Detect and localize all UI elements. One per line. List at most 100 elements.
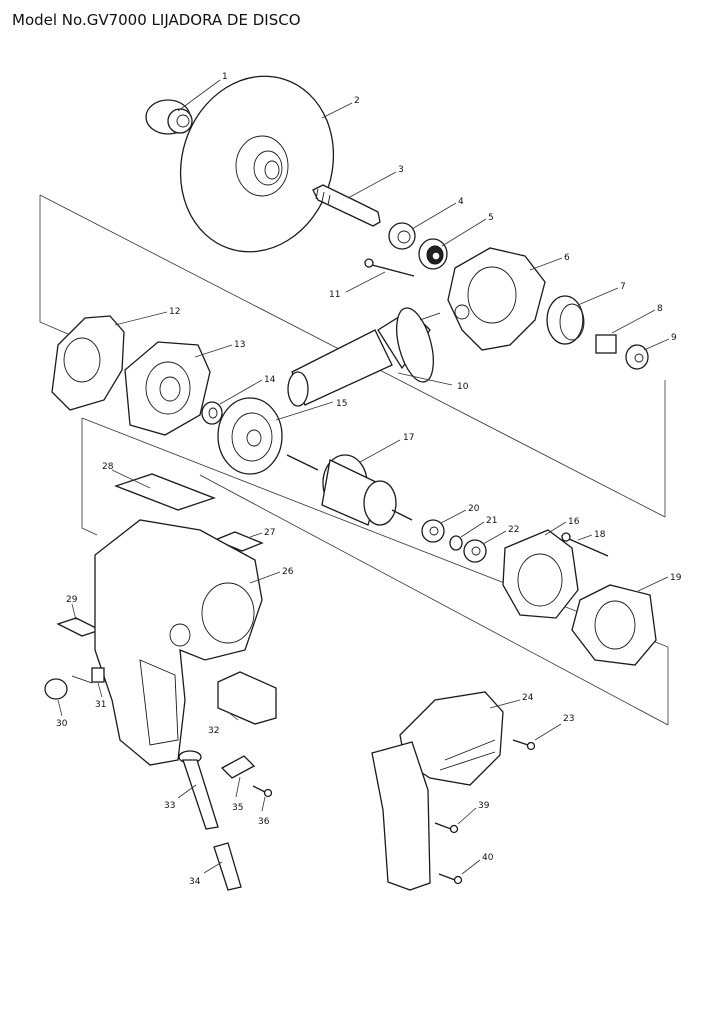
callout-15: 15 bbox=[275, 399, 347, 421]
callout-33: 33 bbox=[164, 784, 197, 811]
part-23-screw bbox=[512, 739, 536, 751]
part-4-bearing bbox=[388, 222, 416, 250]
callout-29: 29 bbox=[66, 595, 78, 621]
part-number-label: 32 bbox=[208, 726, 219, 736]
part-number-label: 40 bbox=[482, 853, 494, 863]
part-number-label: 1 bbox=[222, 72, 228, 82]
part-number-label: 8 bbox=[657, 304, 663, 314]
part-7-ring bbox=[546, 295, 585, 345]
part-18-screw bbox=[561, 532, 609, 557]
callout-30: 30 bbox=[56, 699, 68, 729]
part-number-label: 26 bbox=[282, 567, 294, 577]
part-number-label: 35 bbox=[232, 803, 243, 813]
part-1-flange-nut bbox=[145, 99, 193, 135]
part-21-washer bbox=[449, 535, 463, 551]
callout-18: 18 bbox=[577, 530, 606, 541]
part-number-label: 23 bbox=[563, 714, 574, 724]
part-number-label: 36 bbox=[258, 817, 270, 827]
part-30-brush-holder-cap bbox=[44, 678, 68, 700]
part-35-strain-relief bbox=[220, 755, 256, 779]
callout-32: 32 bbox=[208, 711, 239, 736]
callout-3: 3 bbox=[347, 165, 404, 199]
callout-34: 34 bbox=[189, 861, 223, 887]
part-19-field bbox=[571, 584, 657, 666]
part-number-label: 12 bbox=[169, 307, 180, 317]
part-6-gear-housing bbox=[447, 247, 546, 351]
part-14-bearing bbox=[201, 401, 223, 425]
part-31-carbon-brush bbox=[71, 667, 105, 684]
callout-16: 16 bbox=[544, 517, 580, 536]
part-number-label: 24 bbox=[522, 693, 534, 703]
part-number-label: 14 bbox=[264, 375, 276, 385]
callout-12: 12 bbox=[114, 307, 180, 326]
part-39-screw bbox=[434, 822, 459, 834]
callout-20: 20 bbox=[440, 504, 480, 524]
part-number-label: 31 bbox=[95, 700, 106, 710]
callout-5: 5 bbox=[441, 213, 494, 247]
callout-10: 10 bbox=[397, 372, 469, 392]
part-40-screw bbox=[438, 873, 463, 885]
callout-1: 1 bbox=[177, 72, 228, 112]
callout-23: 23 bbox=[534, 714, 574, 741]
part-number-label: 16 bbox=[568, 517, 580, 527]
part-number-label: 17 bbox=[403, 433, 414, 443]
part-28-name-plate bbox=[114, 473, 216, 511]
callout-7: 7 bbox=[577, 282, 626, 306]
part-15-bevel-gear bbox=[217, 397, 283, 475]
callout-19: 19 bbox=[637, 573, 682, 592]
part-9-nut bbox=[625, 344, 649, 370]
part-number-label: 2 bbox=[354, 96, 360, 106]
callout-6: 6 bbox=[529, 253, 570, 271]
part-36-screw bbox=[252, 785, 273, 798]
part-number-label: 9 bbox=[671, 333, 677, 343]
callout-2: 2 bbox=[321, 96, 360, 119]
part-16-baffle-plate bbox=[502, 529, 579, 619]
part-number-label: 18 bbox=[594, 530, 606, 540]
callout-9: 9 bbox=[643, 333, 677, 351]
callout-14: 14 bbox=[219, 375, 276, 405]
diagram-title: Model No.GV7000 LIJADORA DE DISCO bbox=[12, 11, 301, 29]
callout-17: 17 bbox=[359, 433, 414, 463]
part-number-label: 20 bbox=[468, 504, 480, 514]
part-24-handle-grip bbox=[371, 741, 431, 891]
part-34-cord-guard bbox=[213, 842, 242, 891]
callout-27: 27 bbox=[249, 528, 275, 538]
part-5-ball-bearing bbox=[418, 238, 448, 270]
part-number-label: 29 bbox=[66, 595, 78, 605]
part-number-label: 13 bbox=[234, 340, 245, 350]
part-number-label: 5 bbox=[488, 213, 494, 223]
part-number-label: 28 bbox=[102, 462, 114, 472]
callout-13: 13 bbox=[194, 340, 245, 358]
part-number-label: 19 bbox=[670, 573, 682, 583]
callout-26: 26 bbox=[249, 567, 294, 584]
part-number-label: 6 bbox=[564, 253, 570, 263]
callout-36: 36 bbox=[258, 796, 270, 827]
part-number-label: 22 bbox=[508, 525, 519, 535]
part-13-bearing-box bbox=[124, 341, 211, 436]
part-number-label: 34 bbox=[189, 877, 201, 887]
callout-40: 40 bbox=[461, 853, 494, 875]
part-number-label: 39 bbox=[478, 801, 490, 811]
callout-11: 11 bbox=[329, 271, 386, 300]
part-number-label: 33 bbox=[164, 801, 175, 811]
callout-8: 8 bbox=[611, 304, 663, 334]
callout-22: 22 bbox=[482, 525, 519, 545]
part-number-label: 15 bbox=[336, 399, 347, 409]
part-number-label: 4 bbox=[458, 197, 464, 207]
part-number-label: 30 bbox=[56, 719, 68, 729]
part-29-label bbox=[56, 617, 102, 637]
callout-31: 31 bbox=[95, 682, 106, 710]
part-2-rubber-pad bbox=[179, 75, 335, 253]
part-10-side-handle bbox=[287, 307, 441, 407]
part-11-screw bbox=[364, 258, 415, 277]
part-32-switch bbox=[217, 671, 277, 725]
callout-28: 28 bbox=[102, 462, 151, 489]
callout-39: 39 bbox=[457, 801, 490, 825]
part-20-bearing bbox=[421, 519, 445, 543]
part-22-bearing bbox=[463, 539, 487, 563]
callout-24: 24 bbox=[489, 693, 534, 709]
part-26-motor-housing bbox=[94, 519, 263, 766]
part-number-label: 21 bbox=[486, 516, 497, 526]
part-8-sleeve bbox=[595, 334, 617, 354]
part-3-spindle bbox=[312, 184, 381, 227]
